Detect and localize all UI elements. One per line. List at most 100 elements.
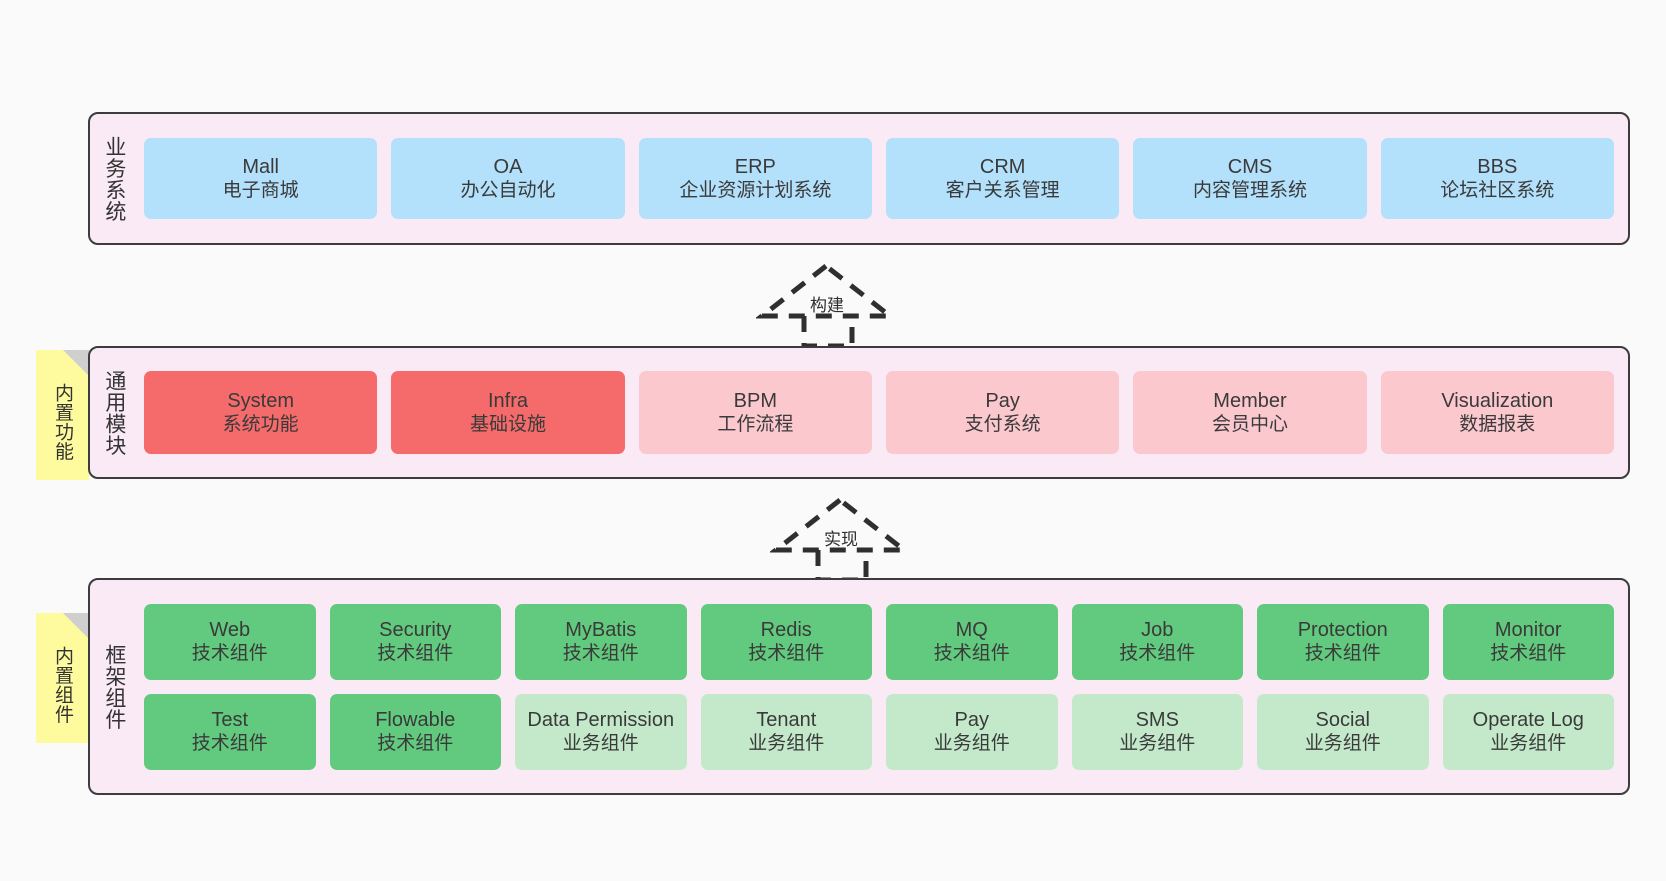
card-subtitle: 企业资源计划系统 — [679, 180, 832, 202]
card-title: System — [227, 389, 294, 412]
card-subtitle: 内容管理系统 — [1192, 180, 1307, 202]
card-system[interactable]: System 系统功能 — [144, 371, 378, 454]
card-title: Web — [209, 618, 251, 641]
layer-title-framework: 框架组件 — [102, 643, 126, 730]
card-title: Job — [1141, 618, 1174, 641]
card-tenant[interactable]: Tenant 业务组件 — [700, 693, 872, 770]
card-bpm[interactable]: BPM 工作流程 — [638, 371, 872, 454]
card-bbs[interactable]: BBS 论坛社区系统 — [1380, 138, 1614, 219]
sticky-note-text: 内置功能 — [52, 383, 73, 461]
card-subtitle: 论坛社区系统 — [1440, 180, 1555, 202]
card-subtitle: 业务组件 — [1119, 733, 1196, 755]
card-row: Test 技术组件 Flowable 技术组件 Data Permission … — [144, 693, 1614, 770]
layer-body-business: Mall 电子商城 OA 办公自动化 ERP 企业资源计划系统 CRM 客户关系… — [138, 114, 1628, 243]
card-title: Flowable — [375, 708, 456, 731]
card-sms[interactable]: SMS 业务组件 — [1071, 693, 1243, 770]
folded-corner-icon — [63, 350, 89, 376]
card-member[interactable]: Member 会员中心 — [1133, 371, 1367, 454]
card-subtitle: 基础设施 — [469, 414, 546, 436]
card-subtitle: 工作流程 — [717, 414, 794, 436]
card-title: Tenant — [756, 708, 817, 731]
card-mybatis[interactable]: MyBatis 技术组件 — [515, 603, 687, 680]
card-mq[interactable]: MQ 技术组件 — [886, 603, 1058, 680]
card-subtitle: 业务组件 — [748, 733, 825, 755]
card-title: SMS — [1135, 708, 1179, 731]
card-subtitle: 技术组件 — [377, 643, 454, 665]
card-title: Monitor — [1494, 618, 1562, 641]
card-test[interactable]: Test 技术组件 — [144, 693, 316, 770]
card-social[interactable]: Social 业务组件 — [1257, 693, 1429, 770]
card-title: Protection — [1297, 618, 1388, 641]
card-title: Pay — [954, 708, 989, 731]
card-operate-log[interactable]: Operate Log 业务组件 — [1442, 693, 1614, 770]
card-title: MQ — [955, 618, 988, 641]
card-data-permission[interactable]: Data Permission 业务组件 — [515, 693, 687, 770]
card-pay[interactable]: Pay 支付系统 — [885, 371, 1120, 454]
card-mall[interactable]: Mall 电子商城 — [144, 138, 378, 219]
sticky-note-text: 内置组件 — [52, 646, 73, 724]
card-row: Web 技术组件 Security 技术组件 MyBatis 技术组件 Redi… — [144, 603, 1614, 680]
card-title: Visualization — [1441, 389, 1554, 412]
card-pay-component[interactable]: Pay 业务组件 — [886, 693, 1058, 770]
card-title: Operate Log — [1472, 708, 1584, 731]
card-title: BBS — [1477, 155, 1518, 178]
sticky-note-builtin-components: 内置组件 — [36, 613, 89, 743]
card-subtitle: 业务组件 — [562, 733, 639, 755]
arrow-build-label: 构建 — [810, 296, 844, 315]
card-redis[interactable]: Redis 技术组件 — [700, 603, 872, 680]
card-title: BPM — [733, 389, 777, 412]
card-subtitle: 支付系统 — [964, 414, 1041, 436]
card-subtitle: 业务组件 — [933, 733, 1010, 755]
card-erp[interactable]: ERP 企业资源计划系统 — [638, 138, 872, 219]
card-subtitle: 系统功能 — [222, 414, 299, 436]
layer-body-framework: Web 技术组件 Security 技术组件 MyBatis 技术组件 Redi… — [138, 580, 1628, 793]
card-subtitle: 业务组件 — [1490, 733, 1567, 755]
card-security[interactable]: Security 技术组件 — [329, 603, 501, 680]
folded-corner-icon — [63, 613, 89, 639]
card-title: ERP — [734, 155, 776, 178]
layer-framework-components: 框架组件 Web 技术组件 Security 技术组件 MyBatis 技术组件… — [88, 578, 1630, 795]
card-subtitle: 技术组件 — [748, 643, 825, 665]
card-title: Member — [1213, 389, 1287, 412]
card-job[interactable]: Job 技术组件 — [1071, 603, 1243, 680]
card-subtitle: 技术组件 — [1304, 643, 1381, 665]
card-cms[interactable]: CMS 内容管理系统 — [1133, 138, 1367, 219]
card-monitor[interactable]: Monitor 技术组件 — [1442, 603, 1614, 680]
card-title: OA — [493, 155, 523, 178]
card-subtitle: 数据报表 — [1459, 414, 1536, 436]
layer-title-business: 业务系统 — [102, 135, 126, 222]
card-subtitle: 技术组件 — [1119, 643, 1196, 665]
card-flowable[interactable]: Flowable 技术组件 — [329, 693, 501, 770]
card-crm[interactable]: CRM 客户关系管理 — [885, 138, 1120, 219]
card-title: Data Permission — [527, 708, 675, 731]
card-subtitle: 技术组件 — [933, 643, 1010, 665]
card-title: Infra — [487, 389, 528, 412]
arrow-implement-label: 实现 — [824, 530, 858, 549]
card-title: Social — [1315, 708, 1370, 731]
card-subtitle: 技术组件 — [1490, 643, 1567, 665]
card-title: Mall — [242, 155, 279, 178]
layer-business-systems: 业务系统 Mall 电子商城 OA 办公自动化 ERP 企业资源计划系统 CRM… — [88, 112, 1630, 245]
card-subtitle: 技术组件 — [191, 733, 268, 755]
layer-body-modules: System 系统功能 Infra 基础设施 BPM 工作流程 Pay 支付系统… — [138, 348, 1628, 477]
layer-title-modules: 通用模块 — [102, 369, 126, 456]
card-subtitle: 客户关系管理 — [945, 180, 1060, 202]
card-title: CMS — [1227, 155, 1273, 178]
layer-common-modules: 通用模块 System 系统功能 Infra 基础设施 BPM 工作流程 Pay… — [88, 346, 1630, 479]
card-row: System 系统功能 Infra 基础设施 BPM 工作流程 Pay 支付系统… — [144, 371, 1614, 454]
card-row: Mall 电子商城 OA 办公自动化 ERP 企业资源计划系统 CRM 客户关系… — [144, 138, 1614, 219]
card-oa[interactable]: OA 办公自动化 — [391, 138, 625, 219]
card-protection[interactable]: Protection 技术组件 — [1257, 603, 1429, 680]
card-title: Pay — [985, 389, 1020, 412]
card-subtitle: 业务组件 — [1304, 733, 1381, 755]
card-visualization[interactable]: Visualization 数据报表 — [1380, 371, 1614, 454]
card-title: Security — [379, 618, 452, 641]
card-web[interactable]: Web 技术组件 — [144, 603, 316, 680]
card-subtitle: 电子商城 — [222, 180, 299, 202]
card-subtitle: 技术组件 — [191, 643, 268, 665]
card-subtitle: 会员中心 — [1211, 414, 1288, 436]
card-infra[interactable]: Infra 基础设施 — [391, 371, 625, 454]
card-title: MyBatis — [565, 618, 637, 641]
card-subtitle: 技术组件 — [377, 733, 454, 755]
